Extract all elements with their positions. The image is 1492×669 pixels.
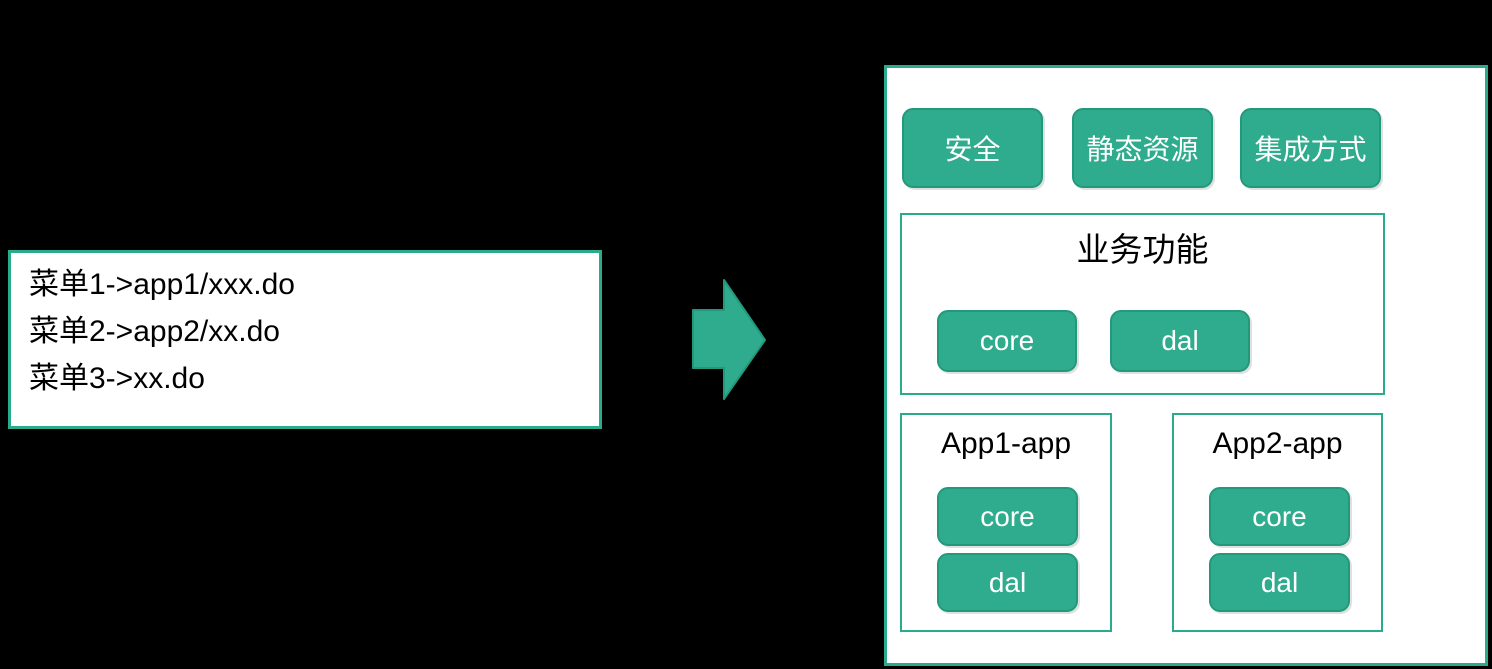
app1-title: App1-app — [940, 427, 1072, 460]
app1-dal-module: dal — [937, 553, 1078, 612]
static-resources-shape: 静态资源 — [1072, 108, 1213, 188]
app1-box: App1-app core dal — [900, 413, 1112, 632]
right-arrow-icon — [692, 279, 766, 400]
menu-mapping-line-1: 菜单1->app1/xxx.do — [29, 268, 295, 301]
menu-mapping-line-2: 菜单2->app2/xx.do — [29, 315, 280, 348]
app2-title: App2-app — [1212, 427, 1343, 460]
app-architecture-panel: 安全 静态资源 集成方式 业务功能 core dal App1-app core… — [884, 65, 1488, 666]
menu-mapping-box: 菜单1->app1/xxx.do 菜单2->app2/xx.do 菜单3->xx… — [8, 250, 602, 429]
business-function-box: 业务功能 core dal — [900, 213, 1385, 395]
menu-mapping-line-3: 菜单3->xx.do — [29, 362, 205, 395]
app2-dal-module: dal — [1209, 553, 1350, 612]
business-core-module: core — [937, 310, 1077, 372]
business-function-title: 业务功能 — [1076, 231, 1209, 268]
security-shape: 安全 — [902, 108, 1043, 188]
business-dal-module: dal — [1110, 310, 1250, 372]
app2-box: App2-app core dal — [1172, 413, 1383, 632]
integration-mode-shape: 集成方式 — [1240, 108, 1381, 188]
app1-core-module: core — [937, 487, 1078, 546]
app2-core-module: core — [1209, 487, 1350, 546]
